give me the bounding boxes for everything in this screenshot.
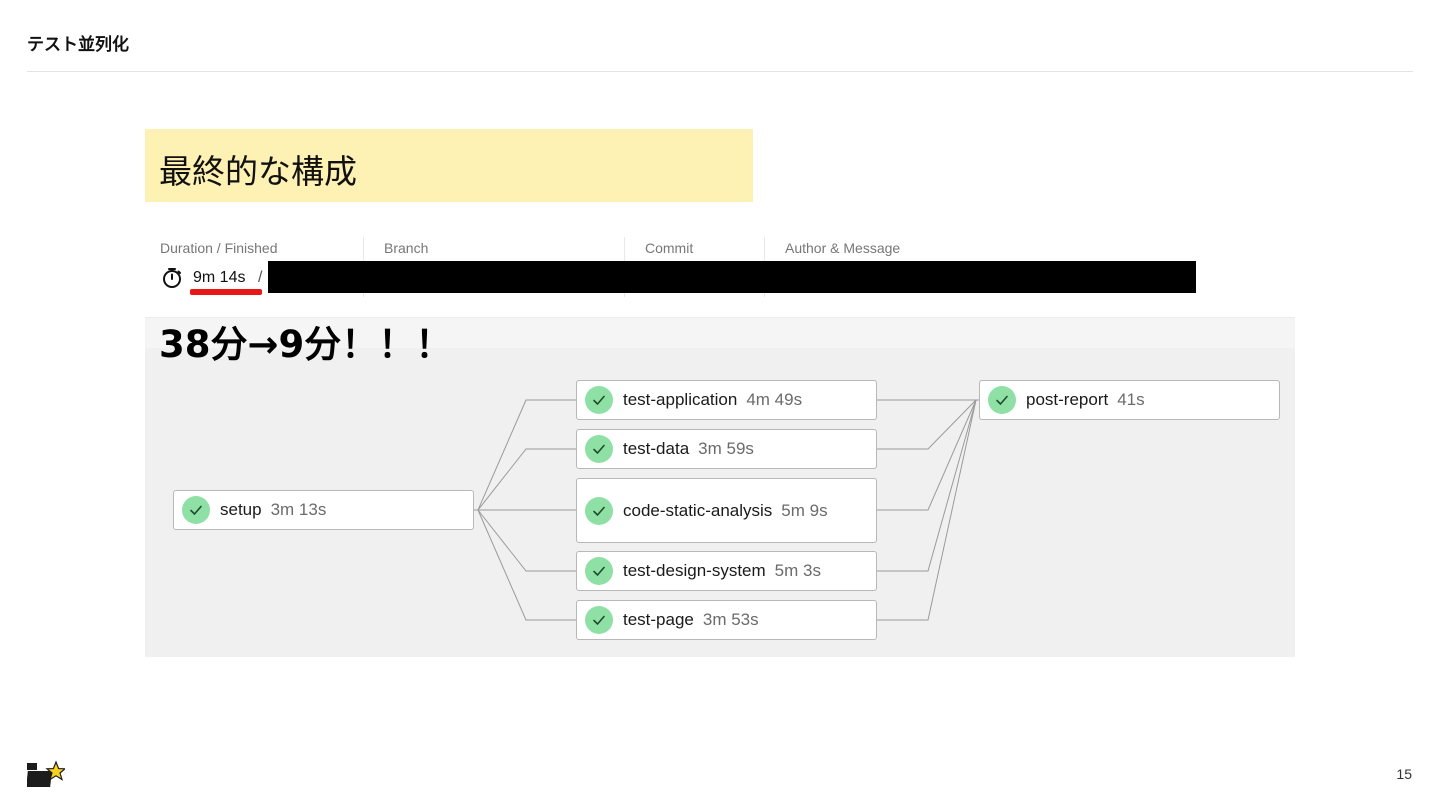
job-duration: 4m 49s [746,390,803,409]
connector-line [877,399,977,511]
success-check-icon [585,435,613,463]
job-name: test-page [623,610,694,629]
job-duration: 5m 3s [774,561,821,580]
success-check-icon [585,606,613,634]
column-label-branch: Branch [384,240,429,256]
title-divider [27,71,1413,72]
job-name: test-design-system [623,561,766,580]
heading-highlight: 最終的な構成 [145,129,753,202]
job-test-design-system[interactable]: test-design-system 5m 3s [576,551,877,591]
connector-line [877,399,977,572]
column-label-duration: Duration / Finished [160,240,278,256]
red-underline-mark [190,289,262,295]
job-test-application[interactable]: test-application 4m 49s [576,380,877,420]
job-name: setup [220,500,262,519]
job-test-data[interactable]: test-data 3m 59s [576,429,877,469]
success-check-icon [585,496,613,525]
success-check-icon [585,557,613,585]
connector-line [473,399,576,511]
job-duration: 3m 59s [698,439,754,458]
job-test-page[interactable]: test-page 3m 53s [576,600,877,640]
page-number: 15 [1396,766,1412,782]
redaction-bar [268,261,1196,293]
job-name: test-application [623,390,738,409]
slide-title: テスト並列化 [27,35,129,55]
timer-icon [163,268,181,288]
job-post-report[interactable]: post-report 41s [979,380,1280,420]
column-label-author: Author & Message [785,240,901,256]
job-code-static-analysis[interactable]: code-static-analysis 5m 9s [576,478,877,543]
job-name: code-static-analysis [623,500,773,520]
workflow-panel-header [145,317,1295,349]
job-name: post-report [1026,390,1109,409]
job-name: test-data [623,439,690,458]
job-duration: 3m 53s [702,610,759,629]
connector-line [877,399,977,450]
teamlab-logo [27,760,65,787]
success-check-icon [182,496,210,524]
highlight-text: 38分→9分！！！ [159,323,453,366]
connector-line [877,399,977,621]
job-duration: 3m 13s [270,500,327,519]
success-check-icon [585,386,613,414]
section-heading: 最終的な構成 [159,152,357,191]
duration-value: 9m 14s [193,269,246,286]
connector-line [477,448,576,511]
duration-separator: / [258,269,263,286]
column-label-commit: Commit [645,240,694,256]
connector-line [477,509,576,572]
success-check-icon [988,386,1016,414]
job-duration: 5m 9s [781,500,828,520]
connector-line [477,509,576,621]
job-setup[interactable]: setup 3m 13s [173,490,474,530]
pipeline-summary: Duration / Finished Branch Commit Author… [145,234,1295,298]
job-duration: 41s [1117,390,1145,409]
